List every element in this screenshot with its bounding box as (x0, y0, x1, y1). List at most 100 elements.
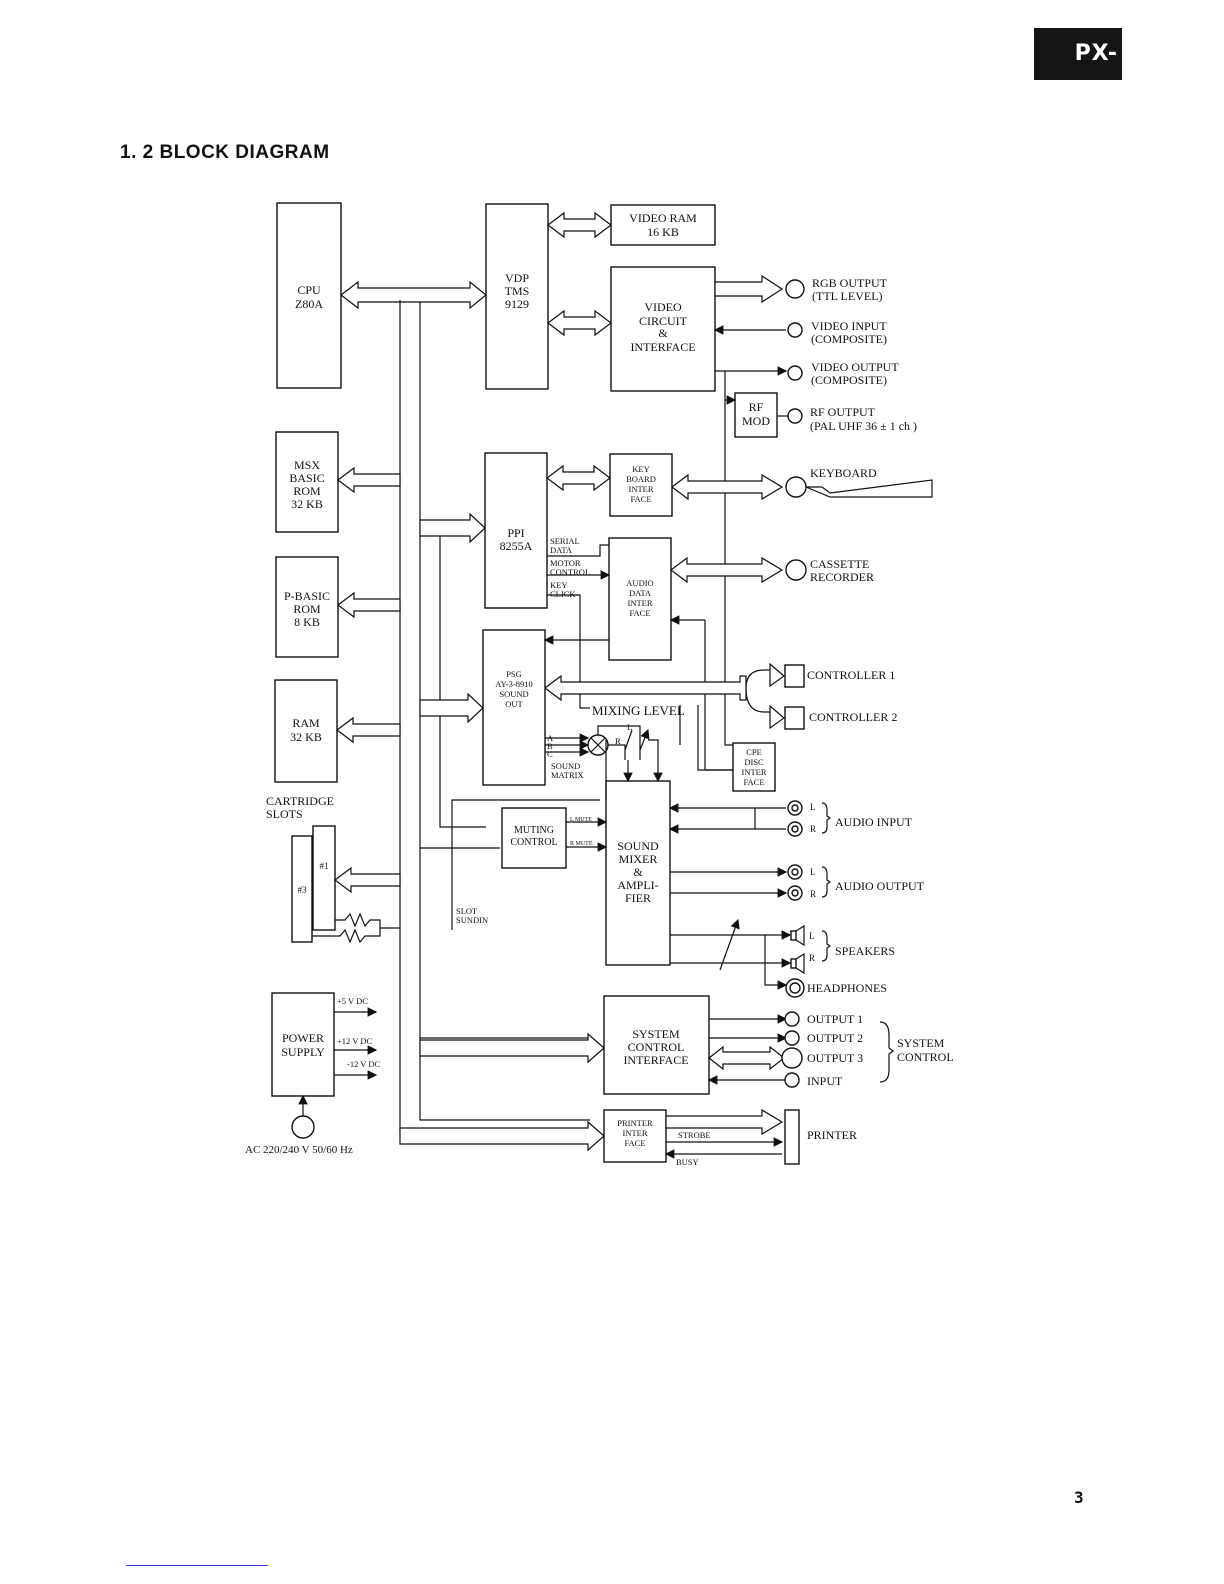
ppi-bus-arrow (419, 512, 486, 544)
serial-data-line (547, 544, 609, 557)
svg-text:#3: #3 (298, 885, 308, 895)
svg-text:MIXING LEVEL: MIXING LEVEL (592, 703, 685, 718)
controller-2-port (784, 706, 805, 730)
input-jack (784, 1072, 800, 1088)
svg-text:RGB OUTPUT(TTL LEVEL): RGB OUTPUT(TTL LEVEL) (812, 276, 888, 303)
video-input-jack (787, 322, 803, 338)
rgb-output-jack (785, 279, 805, 299)
svg-text:L MUTE: L MUTE (570, 817, 592, 823)
cassette-arrow (670, 556, 784, 584)
svg-text:CONTROLLER 2: CONTROLLER 2 (809, 710, 897, 724)
page-title: 1. 2 BLOCK DIAGRAM (120, 142, 330, 163)
ppi-keyboard-arrow (546, 464, 611, 492)
svg-text:L: L (810, 802, 816, 812)
svg-text:INPUT: INPUT (807, 1074, 843, 1088)
ram-bus-arrow (336, 716, 401, 744)
svg-text:VIDEO OUTPUT(COMPOSITE): VIDEO OUTPUT(COMPOSITE) (811, 360, 899, 387)
cpu-vdp-bus (340, 280, 487, 310)
printer-connector (784, 1109, 800, 1165)
model-badge: PX- (1034, 28, 1122, 80)
svg-text:B: B (547, 741, 553, 751)
svg-text:OUTPUT 1: OUTPUT 1 (807, 1012, 863, 1026)
svg-text:C: C (547, 749, 553, 759)
svg-text:R: R (810, 824, 816, 834)
psg-bus-arrow (419, 692, 484, 724)
svg-text:VIDEO INPUT(COMPOSITE): VIDEO INPUT(COMPOSITE) (811, 319, 887, 346)
svg-text:OUTPUT 3: OUTPUT 3 (807, 1051, 863, 1065)
footer-rule (126, 1565, 268, 1566)
svg-text:AUDIO INPUT: AUDIO INPUT (835, 815, 913, 829)
svg-text:CONTROLLER 1: CONTROLLER 1 (807, 668, 895, 682)
printer-bus-arrow (399, 1120, 605, 1152)
svg-text:+5 V DC: +5 V DC (337, 996, 368, 1006)
svg-text:PRINTER: PRINTER (807, 1128, 857, 1142)
svg-text:R: R (809, 953, 815, 963)
syscon-bus-arrow (419, 1032, 605, 1064)
svg-text:L: L (627, 722, 632, 732)
svg-text:HEADPHONES: HEADPHONES (807, 981, 887, 995)
keyboard-bus-arrow (671, 473, 784, 501)
svg-text:A: A (547, 733, 554, 743)
svg-text:SPEAKERS: SPEAKERS (835, 944, 895, 958)
svg-text:#1: #1 (320, 861, 329, 871)
svg-text:RF OUTPUT(PAL UHF 36 ± 1 ch ): RF OUTPUT(PAL UHF 36 ± 1 ch ) (810, 405, 917, 433)
slot-bus-arrow (334, 866, 401, 894)
vdp-video-arrow (547, 309, 612, 337)
ac-input-jack (291, 1115, 315, 1139)
svg-text:AC 220/240 V 50/60 Hz: AC 220/240 V 50/60 Hz (245, 1144, 353, 1156)
svg-text:+12 V DC: +12 V DC (337, 1036, 373, 1046)
page-number: 3 (1074, 1488, 1084, 1507)
svg-text:AUDIO OUTPUT: AUDIO OUTPUT (835, 879, 925, 893)
vdp-vram-arrow (547, 211, 612, 239)
svg-text:L: L (810, 867, 816, 877)
output-1-jack (784, 1011, 800, 1027)
pbasic-rom-bus-arrow (337, 591, 401, 619)
keyboard-jack (785, 476, 807, 498)
rf-output-jack (787, 408, 803, 424)
output-3-jack (781, 1047, 803, 1069)
svg-text:L: L (809, 931, 815, 941)
svg-text:OUTPUT 2: OUTPUT 2 (807, 1031, 863, 1045)
svg-text:-12 V DC: -12 V DC (347, 1059, 381, 1069)
output-2-jack (784, 1030, 800, 1046)
